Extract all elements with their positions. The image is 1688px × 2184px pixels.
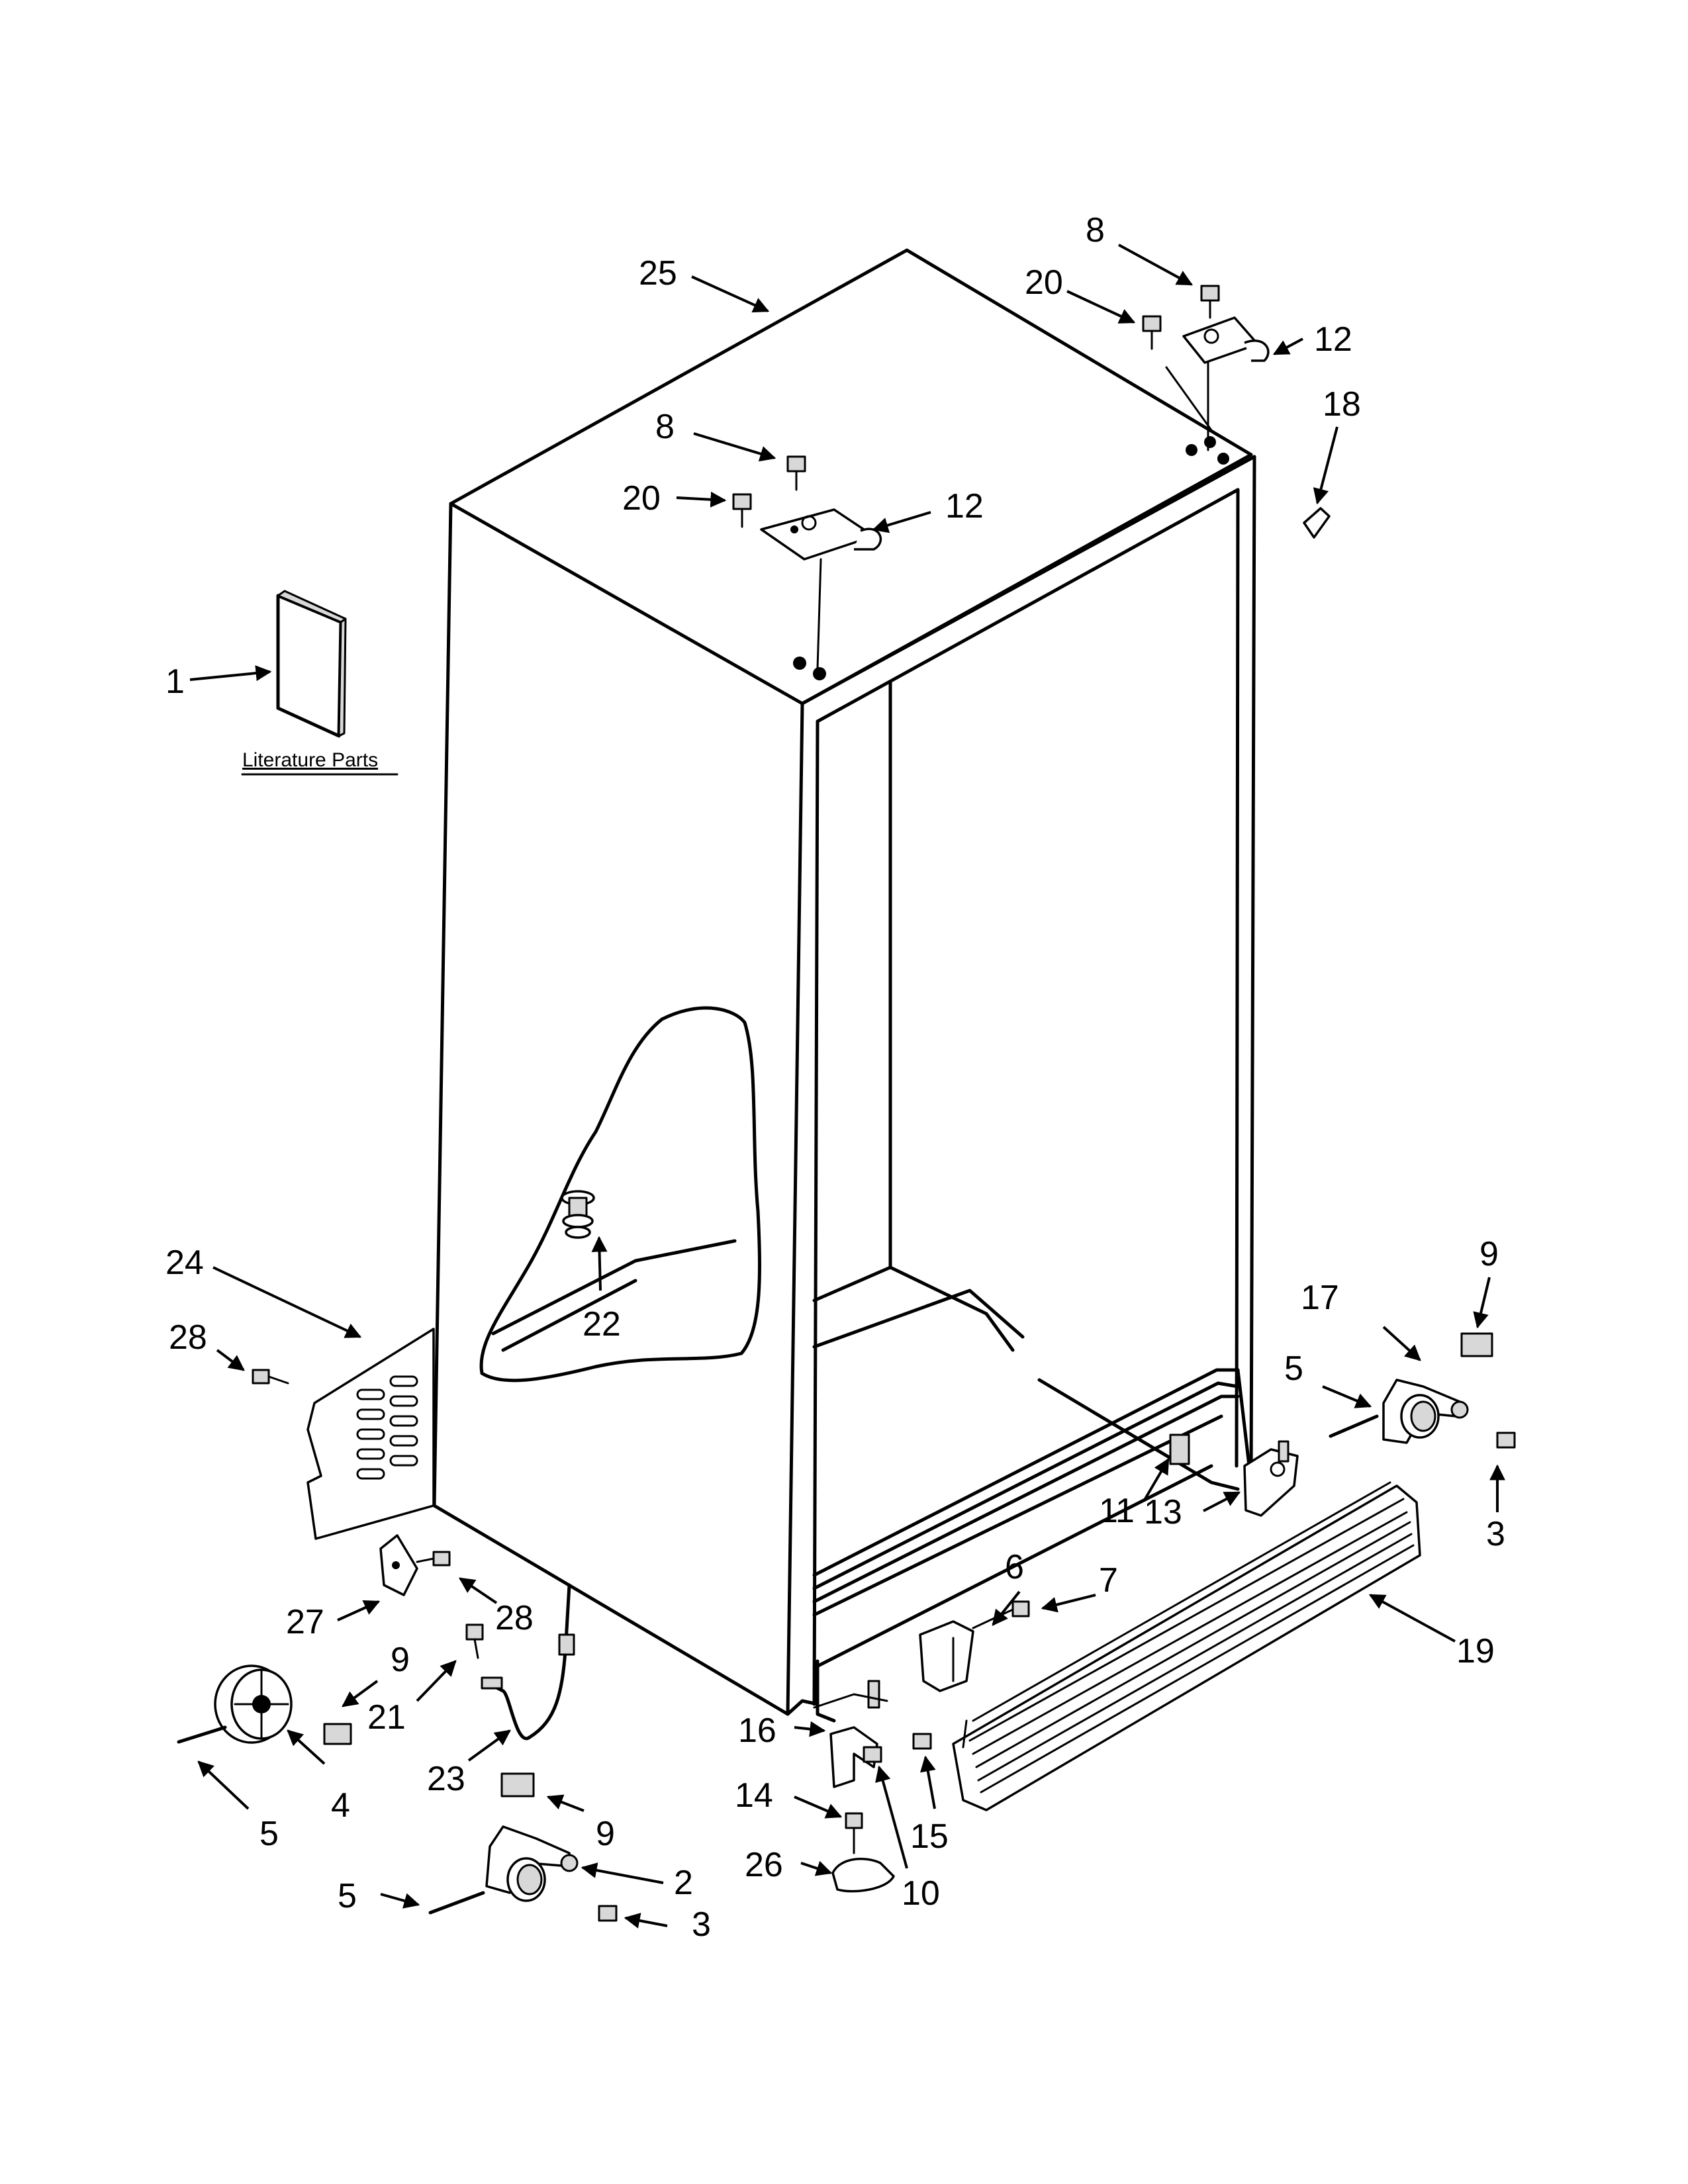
top-hinge-right: [1165, 316, 1270, 451]
screw-15: [912, 1733, 932, 1750]
roller-wheel-4: [214, 1664, 293, 1744]
callout-18: 18: [1323, 385, 1361, 424]
callout-5-lower: 5: [338, 1877, 357, 1915]
cam-26: [831, 1858, 895, 1893]
callout-9-left: 9: [391, 1641, 410, 1679]
callout-12-right: 12: [1314, 320, 1352, 359]
screw-8-right: [1200, 285, 1220, 319]
callout-15: 15: [910, 1817, 949, 1856]
callout-28-upper: 28: [169, 1318, 207, 1357]
bracket-6: [919, 1620, 974, 1692]
bottom-hinge-16: [813, 1680, 888, 1788]
callout-8-right: 8: [1086, 211, 1105, 250]
callout-27: 27: [286, 1603, 324, 1641]
callout-25: 25: [639, 254, 677, 293]
water-tube-23: [481, 1583, 575, 1741]
screw-28-upper: [252, 1369, 289, 1385]
spacer-9-lower: [500, 1772, 535, 1797]
callout-6: 6: [1005, 1548, 1024, 1586]
callout-24: 24: [165, 1244, 204, 1282]
screw-3-right: [1496, 1432, 1516, 1449]
hinge-holes-left: [793, 657, 826, 680]
hinge-holes-right: [1186, 436, 1229, 465]
callout-11: 11: [1099, 1492, 1135, 1530]
callout-12-left: 12: [945, 487, 984, 525]
callout-3-lower: 3: [692, 1905, 711, 1944]
callout-labels: 1 25 8 20 12 8 20 12 18 24 28 22 27 28 9…: [165, 211, 1505, 1944]
callout-20-left: 20: [622, 479, 661, 518]
callout-2: 2: [674, 1864, 693, 1902]
callout-28-lower: 28: [495, 1599, 534, 1637]
spacer-9-right: [1460, 1332, 1493, 1357]
hinge-pin-cap-18: [1303, 507, 1331, 539]
bracket-11: [1169, 1433, 1190, 1465]
screw-10: [863, 1746, 882, 1763]
screw-8-left: [786, 455, 806, 491]
callout-21: 21: [367, 1698, 406, 1737]
callout-4: 4: [331, 1786, 350, 1825]
cabinet: [432, 248, 1256, 1723]
callout-8-left: 8: [655, 408, 675, 446]
callout-5-left: 5: [259, 1815, 279, 1853]
screw-21: [465, 1623, 484, 1659]
bracket-13: [1243, 1440, 1299, 1517]
callout-20-right: 20: [1025, 263, 1063, 302]
axle-pin-5-right: [1329, 1414, 1379, 1438]
callout-23: 23: [427, 1760, 465, 1798]
rear-grille-panel: [306, 1328, 435, 1540]
screw-20-left: [732, 493, 752, 528]
screw-3-lower: [598, 1905, 618, 1922]
nut-right: [1450, 1400, 1469, 1419]
screw-20-right: [1142, 315, 1162, 350]
callout-26: 26: [745, 1846, 783, 1884]
callout-16: 16: [738, 1711, 776, 1750]
leader-lines: [189, 244, 1505, 1929]
callout-9-lower: 9: [596, 1815, 615, 1853]
axle-pin-5-left: [177, 1725, 227, 1744]
top-hinge-left: [760, 508, 882, 670]
callout-3-right: 3: [1486, 1515, 1505, 1553]
callout-22: 22: [583, 1305, 621, 1343]
callout-13: 13: [1144, 1493, 1182, 1531]
rear-bracket-27: [379, 1534, 418, 1596]
base-grille-19: [952, 1481, 1421, 1811]
literature-parts-label: Literature Parts: [242, 749, 378, 771]
callout-9-right: 9: [1479, 1235, 1499, 1273]
callout-5-right: 5: [1284, 1349, 1303, 1388]
spacer-9-left: [323, 1723, 352, 1745]
screw-28-lower: [416, 1551, 451, 1567]
nut-2: [560, 1854, 579, 1872]
callout-1: 1: [165, 662, 185, 701]
callout-14: 14: [735, 1776, 773, 1815]
literature-parts-booklet: [276, 590, 347, 738]
callout-19: 19: [1456, 1632, 1495, 1670]
callout-10: 10: [902, 1874, 940, 1913]
drain-grommet-part: [561, 1190, 595, 1239]
roller-bracket-17: [1382, 1379, 1464, 1444]
callout-17: 17: [1301, 1279, 1339, 1317]
screw-14: [845, 1812, 863, 1854]
axle-pin-5-lower: [428, 1891, 485, 1915]
roller-bracket-lower: [485, 1825, 571, 1902]
grille-slots: [356, 1375, 418, 1480]
cutaway-view: [479, 1006, 761, 1383]
callout-7: 7: [1099, 1561, 1118, 1600]
